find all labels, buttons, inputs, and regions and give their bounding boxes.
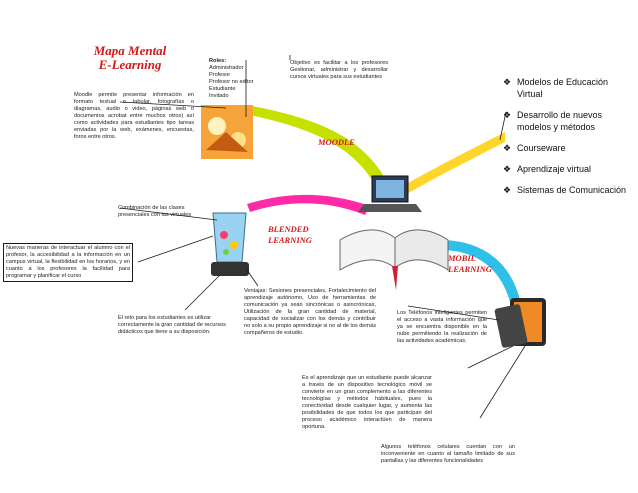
phones-image (494, 298, 546, 348)
diamond-bullet-icon: ❖ (503, 110, 512, 120)
advantages-note: Ventajas: Sesiones presenciales, Fortale… (244, 288, 376, 336)
title-line-1: Mapa Mental (93, 43, 167, 58)
roles-box: Roles: Administrador Profesor Profesor n… (209, 58, 279, 100)
combination-note: Combinación de las clases presenciales c… (118, 205, 192, 218)
diamond-bullet-icon: ❖ (503, 185, 512, 195)
new-ways-note: Nuevas maneras de interactuar el alumno … (3, 243, 133, 282)
blended-line-2: LEARNING (268, 235, 312, 245)
right-panel-item: ❖ Aprendizaje virtual (503, 163, 631, 175)
mobile-definition: Es el aprendizaje que un estudiante pued… (302, 375, 432, 430)
role-item: Profesor no editor (209, 79, 254, 85)
right-panel-item: ❖ Sistemas de Comunicación (503, 184, 631, 196)
branch-yellow (396, 132, 505, 198)
right-panel-item: ❖ Desarrollo de nuevos modelos y métodos (503, 109, 631, 133)
right-panel-label: Modelos de Educación Virtual (517, 77, 609, 99)
right-panel-label: Desarrollo de nuevos modelos y métodos (517, 110, 603, 132)
right-panel-label: Aprendizaje virtual (517, 164, 592, 174)
diamond-bullet-icon: ❖ (503, 143, 512, 153)
right-panel-label: Sistemas de Comunicación (517, 185, 627, 195)
phones-note: Los Teléfonos inteligentes permiten el a… (397, 310, 487, 344)
blender-image (211, 212, 249, 276)
moodle-image (201, 105, 253, 159)
objective-note: Objetivo es facilitar a los profesores G… (290, 60, 388, 80)
blended-line-1: BLENDED (268, 224, 309, 234)
connectors (119, 55, 526, 419)
mobile-line-1: MOBIL (448, 253, 476, 263)
branch-label-mobile: MOBIL LEARNING (448, 253, 492, 275)
role-item: Estudiante (209, 86, 236, 92)
branch-blended (247, 194, 370, 215)
right-panel-item: ❖ Modelos de Educación Virtual (503, 76, 631, 100)
title-line-2: E-Learning (98, 57, 162, 72)
role-item: Profesor (209, 72, 231, 78)
diamond-bullet-icon: ❖ (503, 77, 512, 87)
role-item: Administrador (209, 65, 244, 71)
page-title: Mapa Mental E-Learning (70, 44, 190, 72)
role-item: Invitado (209, 93, 229, 99)
diamond-bullet-icon: ❖ (503, 164, 512, 174)
branch-label-blended: BLENDED LEARNING (268, 224, 312, 246)
drawback-note: Algunos teléfonos celulares cuentan con … (381, 444, 515, 464)
roles-heading: Roles: (209, 58, 227, 64)
branch-label-moodle: MOODLE (318, 137, 355, 147)
central-image (339, 175, 449, 290)
right-panel-list: ❖ Modelos de Educación Virtual ❖ Desarro… (503, 76, 631, 205)
moodle-description: Moodle permite presentar información en … (74, 92, 194, 140)
mobile-line-2: LEARNING (448, 264, 492, 274)
right-panel-label: Courseware (517, 143, 566, 153)
right-panel-item: ❖ Courseware (503, 142, 631, 154)
challenge-note: El reto para los estudiantes es utilizar… (118, 315, 226, 335)
